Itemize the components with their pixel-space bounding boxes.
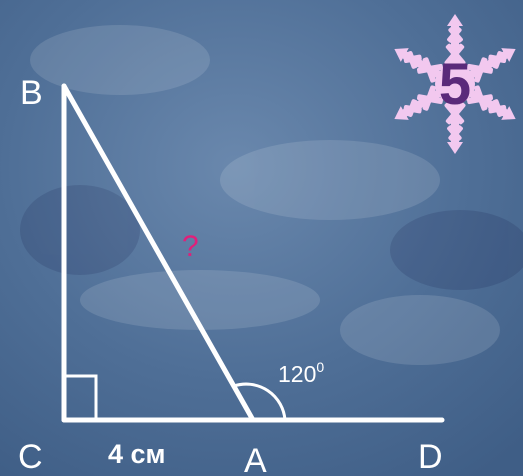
angle-value: 120 xyxy=(278,361,316,387)
vertex-label-d: D xyxy=(418,438,443,476)
vertex-label-a: A xyxy=(244,442,267,476)
angle-degree-mark: 0 xyxy=(316,359,324,375)
vertex-label-c: C xyxy=(18,438,43,476)
vertex-label-b: B xyxy=(20,74,43,112)
hypotenuse-unknown-mark: ? xyxy=(182,230,199,263)
snowflake-icon: 5 xyxy=(394,14,516,154)
hypotenuse-ab xyxy=(61,83,256,423)
background-texture xyxy=(20,25,523,365)
triangle-lines xyxy=(61,83,445,423)
badge-number: 5 xyxy=(439,52,471,117)
exterior-angle-label: 1200 xyxy=(278,359,324,387)
right-angle-marker xyxy=(62,374,98,422)
side-ca-length: 4 см xyxy=(108,439,166,469)
angle-arc-120 xyxy=(232,382,287,422)
